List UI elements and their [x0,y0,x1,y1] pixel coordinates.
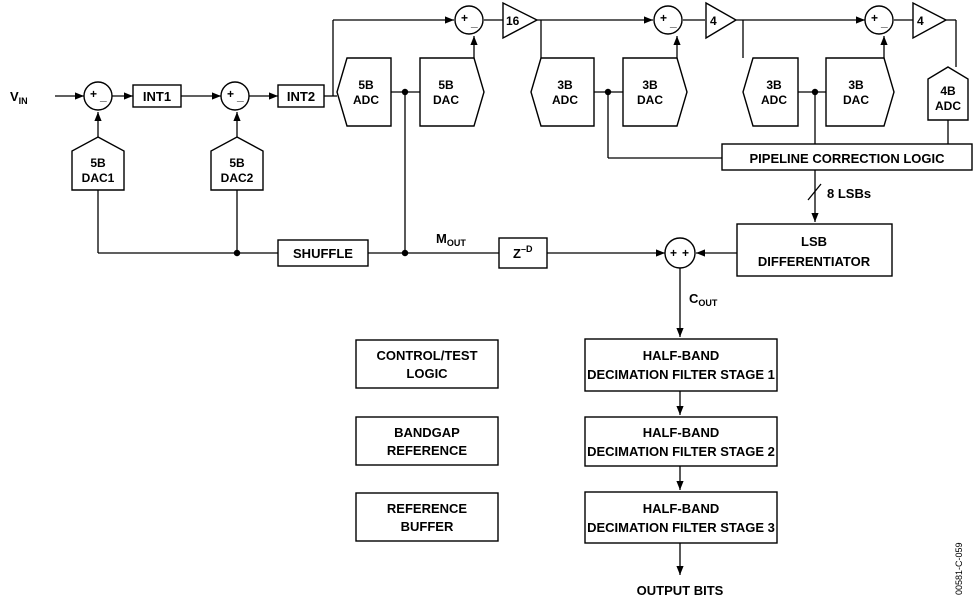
svg-text:+: + [660,11,667,25]
summer-3: + _ [454,5,484,35]
wires [55,16,957,575]
svg-text:_: _ [880,15,888,29]
gain-4-a: 4 [705,1,738,40]
adc-3b-1: 3B ADC [530,57,595,127]
svg-text:DAC: DAC [637,93,663,107]
svg-text:_: _ [669,15,677,29]
adc-3b-2: 3B ADC [742,57,799,127]
dac-3b-2: 3B DAC [825,57,895,127]
lsbs-label: 8 LSBs [827,186,871,201]
svg-text:DECIMATION FILTER STAGE 2: DECIMATION FILTER STAGE 2 [587,444,775,459]
summer-output: + + [664,237,696,269]
svg-text:LOGIC: LOGIC [406,366,448,381]
svg-text:3B: 3B [766,78,782,92]
svg-text:+: + [90,87,97,101]
svg-text:HALF-BAND: HALF-BAND [643,348,720,363]
svg-text:DECIMATION FILTER STAGE 1: DECIMATION FILTER STAGE 1 [587,367,775,382]
svg-text:Z–D: Z–D [513,244,533,261]
svg-text:3B: 3B [848,78,864,92]
svg-text:5B: 5B [358,78,374,92]
svg-text:VIN: VIN [10,89,28,106]
half-band-stage-1: HALF-BAND DECIMATION FILTER STAGE 1 [584,338,778,392]
dac-3b-1: 3B DAC [622,57,688,127]
svg-text:5B: 5B [438,78,454,92]
gain-16: 16 [502,1,539,40]
adc-5b: 5B ADC [336,57,392,127]
svg-text:4B: 4B [940,84,956,98]
svg-text:INT2: INT2 [287,89,315,104]
junction-dots [233,88,819,257]
svg-text:ADC: ADC [761,93,787,107]
svg-text:_: _ [236,89,244,103]
svg-text:REFERENCE: REFERENCE [387,501,468,516]
svg-text:5B: 5B [229,156,245,170]
svg-text:+: + [227,87,234,101]
svg-text:ADC: ADC [935,99,961,113]
svg-text:3B: 3B [557,78,573,92]
svg-text:BANDGAP: BANDGAP [394,425,460,440]
svg-text:5B: 5B [90,156,106,170]
svg-text:+: + [682,246,689,260]
svg-text:3B: 3B [642,78,658,92]
svg-text:CONTROL/TEST: CONTROL/TEST [376,348,477,363]
reference-buffer: REFERENCE BUFFER [355,492,499,542]
svg-text:DAC: DAC [433,93,459,107]
svg-text:_: _ [99,89,107,103]
bandgap-reference: BANDGAP REFERENCE [355,416,499,466]
svg-text:INT1: INT1 [143,89,171,104]
int1-block: INT1 [132,84,182,108]
gain-4-b: 4 [912,1,948,40]
svg-text:4: 4 [710,14,717,28]
svg-text:+: + [461,11,468,25]
svg-text:DIFFERENTIATOR: DIFFERENTIATOR [758,254,871,269]
svg-text:16: 16 [506,14,520,28]
svg-text:DAC: DAC [843,93,869,107]
shuffle-block: SHUFFLE [277,239,369,267]
svg-text:HALF-BAND: HALF-BAND [643,425,720,440]
dac2-5b: 5B DAC2 [210,136,264,191]
svg-text:ADC: ADC [353,93,379,107]
adc-4b: 4B ADC [927,66,969,121]
svg-text:DAC2: DAC2 [221,171,254,185]
lsb-differentiator: LSB DIFFERENTIATOR [736,223,893,277]
pipeline-correction-logic: PIPELINE CORRECTION LOGIC [721,143,973,171]
mout-label: MOUT [436,231,466,248]
half-band-stage-3: HALF-BAND DECIMATION FILTER STAGE 3 [584,491,778,544]
delay-block: Z–D [498,237,548,269]
figure-id: 00581-C-059 [954,542,964,595]
output-bits-label: OUTPUT BITS [637,583,724,598]
cout-label: COUT [689,291,718,308]
dac1-5b: 5B DAC1 [71,136,125,191]
svg-text:+: + [670,246,677,260]
dac-5b: 5B DAC [419,57,485,127]
svg-text:DECIMATION FILTER STAGE 3: DECIMATION FILTER STAGE 3 [587,520,775,535]
svg-text:HALF-BAND: HALF-BAND [643,501,720,516]
summer-5: + _ [864,5,894,35]
svg-text:BUFFER: BUFFER [401,519,454,534]
summer-2: + _ [220,81,250,111]
svg-text:DAC1: DAC1 [82,171,115,185]
control-test-logic: CONTROL/TEST LOGIC [355,339,499,389]
svg-text:SHUFFLE: SHUFFLE [293,246,353,261]
int2-block: INT2 [277,84,325,108]
svg-text:REFERENCE: REFERENCE [387,443,468,458]
svg-text:LSB: LSB [801,234,827,249]
half-band-stage-2: HALF-BAND DECIMATION FILTER STAGE 2 [584,416,778,467]
svg-text:PIPELINE CORRECTION LOGIC: PIPELINE CORRECTION LOGIC [749,151,945,166]
summer-4: + _ [653,5,683,35]
svg-text:_: _ [470,15,478,29]
svg-text:+: + [871,11,878,25]
summer-1: + _ [83,81,113,111]
svg-text:4: 4 [917,14,924,28]
vin-label: VIN [10,89,28,106]
svg-text:ADC: ADC [552,93,578,107]
